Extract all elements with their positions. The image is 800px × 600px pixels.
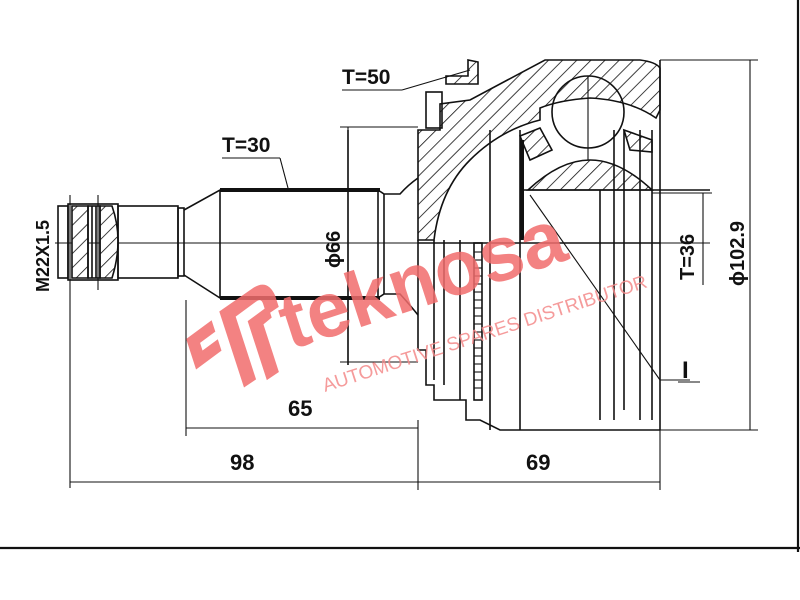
abs-sensor-bracket [425, 59, 479, 129]
label-length-stub: 98 [230, 450, 254, 475]
joint-housing [417, 59, 710, 431]
label-section-mark: I [682, 357, 689, 384]
watermark: teknosa AUTOMOTIVE SPARES DISTRIBUTOR [186, 191, 650, 397]
label-teeth-shaft: T=30 [222, 134, 270, 157]
drawing-frame [0, 0, 800, 552]
label-teeth-inner: T=36 [677, 234, 699, 280]
label-teeth-abs: T=50 [342, 66, 390, 89]
abs-tone-ring [473, 242, 483, 401]
label-outer-diameter: ϕ102.9 [727, 221, 749, 286]
tone-ring-teeth [474, 251, 482, 389]
threaded-stub [57, 195, 185, 290]
label-thread: M22X1.5 [33, 220, 53, 292]
label-length-shaft: 65 [288, 396, 312, 421]
label-shaft-diameter: ϕ66 [323, 231, 345, 268]
dimension-lines [69, 59, 758, 490]
watermark-logo-icon [186, 284, 279, 388]
label-length-housing: 69 [526, 450, 550, 475]
dimension-labels: T=50 T=30 M22X1.5 ϕ66 T=36 ϕ102.9 I 65 9… [33, 66, 749, 475]
